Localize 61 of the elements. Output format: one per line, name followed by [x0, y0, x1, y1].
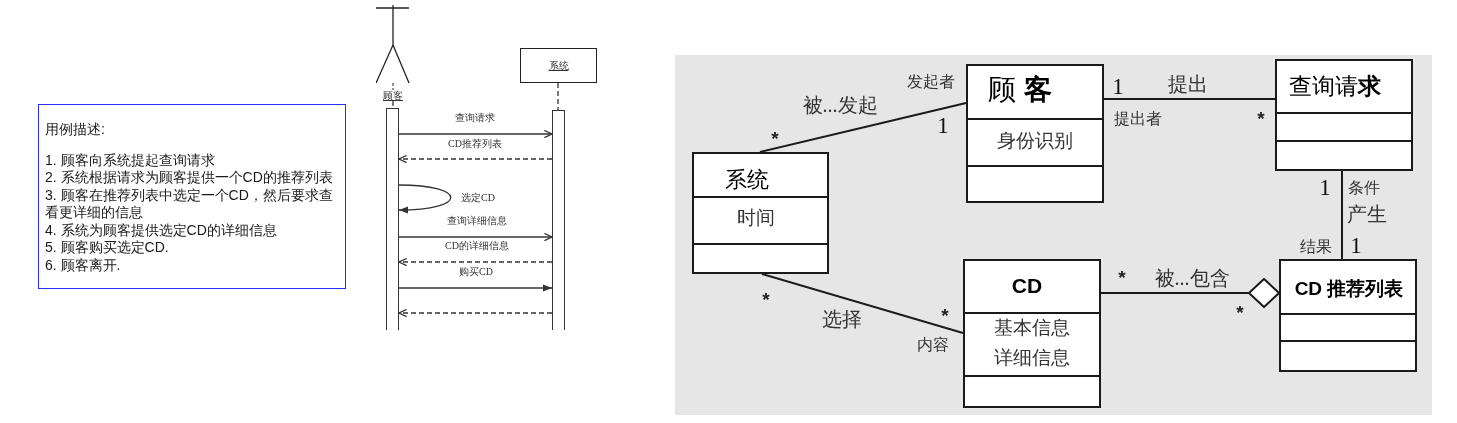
class-box — [692, 152, 829, 274]
multiplicity: 1 — [1319, 175, 1331, 201]
role-name: 提出者 — [1114, 108, 1162, 129]
class-name: 查询请求 — [1289, 71, 1381, 101]
message-label: 购买CD — [457, 265, 495, 279]
role-name: 结果 — [1300, 236, 1332, 257]
attribute-text: 详细信息 — [994, 346, 1070, 370]
message-arrow — [398, 308, 553, 318]
message-label: CD推荐列表 — [446, 137, 504, 151]
class-name: 顾 客 — [988, 73, 1052, 107]
list-item: 5. 顾客购买选定CD. — [45, 239, 170, 257]
object-box: 系统 — [520, 48, 597, 83]
multiplicity: * — [1118, 267, 1126, 289]
attribute-text: 基本信息 — [994, 316, 1070, 340]
message-label: 查询详细信息 — [445, 214, 509, 228]
association-line — [761, 273, 964, 334]
multiplicity: * — [941, 305, 949, 327]
message-arrow — [398, 232, 553, 242]
actor-name: 顾客 — [383, 90, 403, 101]
association-line — [759, 102, 967, 153]
class-name: 系统 — [725, 166, 769, 194]
class-box — [1279, 259, 1417, 372]
message-label: 查询请求 — [453, 111, 497, 125]
attribute-text: 身份识别 — [997, 129, 1073, 153]
attribute-text: 时间 — [737, 206, 775, 230]
class-box — [1275, 59, 1413, 171]
multiplicity: * — [1257, 108, 1265, 130]
list-item: 4. 系统为顾客提供选定CD的详细信息 — [45, 221, 278, 239]
class-name: CD 推荐列表 — [1294, 277, 1404, 301]
association-line — [1103, 98, 1276, 100]
self-message-arrow — [398, 184, 452, 214]
message-arrow — [398, 257, 553, 267]
message-arrow — [398, 129, 553, 139]
multiplicity: 1 — [1350, 233, 1362, 259]
multiplicity: 1 — [1112, 74, 1124, 100]
activation-bar — [386, 108, 399, 330]
role-name: 内容 — [917, 334, 949, 355]
class-box — [966, 64, 1104, 203]
class-name: CD — [1011, 274, 1043, 298]
description-box — [38, 104, 346, 289]
multiplicity: * — [1236, 302, 1244, 324]
multiplicity: 1 — [937, 113, 949, 139]
list-item: 6. 顾客离开. — [45, 256, 122, 274]
lifeline — [557, 82, 559, 111]
message-label: CD的详细信息 — [443, 239, 511, 253]
role-name: 发起者 — [907, 71, 955, 92]
multiplicity: * — [771, 128, 779, 150]
description-heading: 用例描述: — [45, 121, 106, 139]
aggregation-line — [1100, 278, 1280, 308]
role-name: 条件 — [1348, 177, 1380, 198]
list-item: 1. 顾客向系统提起查询请求 — [45, 151, 216, 169]
association-line — [1341, 170, 1343, 260]
message-arrow — [398, 284, 553, 292]
multiplicity: * — [762, 289, 770, 311]
list-item: 2. 系统根据请求为顾客提供一个CD的推荐列表 — [45, 169, 334, 187]
message-label: 选定CD — [459, 191, 497, 205]
list-item: 3. 顾客在推荐列表中选定一个CD，然后要求查看更详细的信息 — [45, 186, 334, 222]
class-box — [963, 259, 1101, 408]
lifeline — [392, 100, 394, 109]
message-arrow — [398, 154, 553, 164]
activation-bar — [552, 110, 565, 330]
